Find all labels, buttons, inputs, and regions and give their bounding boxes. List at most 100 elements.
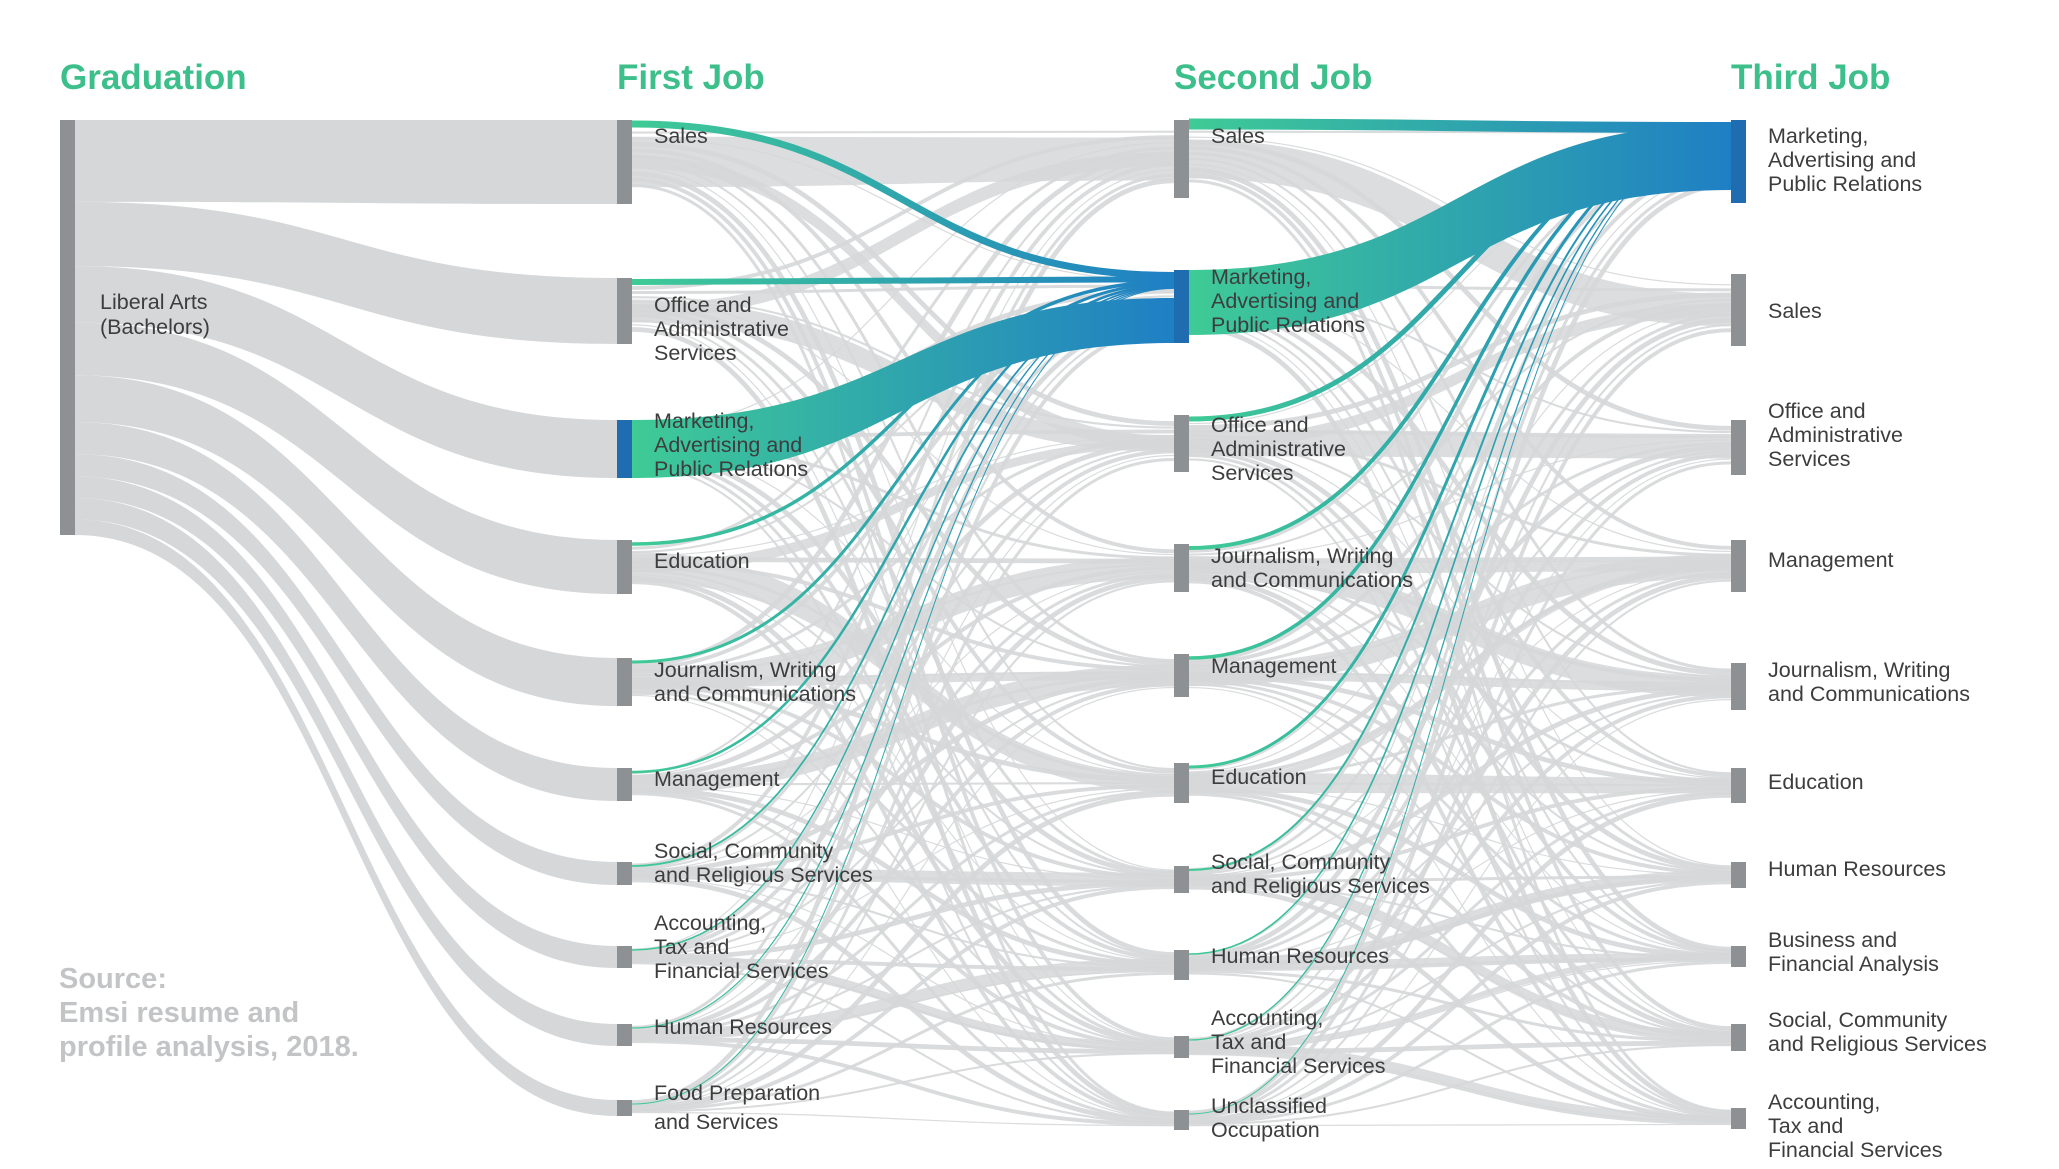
node-bar-t_bfa xyxy=(1731,946,1746,967)
mesh-flow xyxy=(631,314,1175,874)
mesh-flow xyxy=(1188,1123,1732,1127)
mesh-flow xyxy=(631,687,1175,965)
node-label-line: Management xyxy=(1211,654,1337,678)
node-label-line: Administrative xyxy=(1768,423,1903,447)
node-label-s_mgmt: Management xyxy=(1211,654,1337,678)
node-label-line: Services xyxy=(1211,461,1293,485)
source-line-1: Emsi resume and xyxy=(59,997,299,1029)
node-label-line: and Services xyxy=(654,1110,778,1134)
flow-f_office-s_sales xyxy=(632,151,1174,318)
mesh-flow xyxy=(631,575,1175,1035)
mesh-flow xyxy=(631,157,1175,774)
mesh-flow xyxy=(631,324,1175,1106)
node-label-line: and Communications xyxy=(1768,682,1970,706)
flow-s_mgmt-t_jour xyxy=(1189,671,1731,692)
node-label-line: Financial Analysis xyxy=(1768,952,1939,976)
flow-s_office-t_sales xyxy=(1189,303,1731,450)
mesh-flow xyxy=(1188,182,1732,1116)
mesh-flow xyxy=(631,454,1175,1031)
flow-f_jour-s_mgmt xyxy=(632,671,1174,687)
node-label-line: and Religious Services xyxy=(1211,874,1430,898)
node-label-line: Human Resources xyxy=(1768,857,1946,881)
node-bar-f_social xyxy=(617,862,632,885)
flow-f_acct-s_acct xyxy=(632,952,1174,1052)
mesh-flow xyxy=(1188,879,1732,1050)
graduation-flow-f_hr xyxy=(75,497,617,1047)
mesh-flow xyxy=(1188,328,1732,1117)
source-line-2: profile analysis, 2018. xyxy=(59,1031,359,1063)
node-bar-f_mkt xyxy=(617,420,632,478)
mesh-flow xyxy=(1188,458,1732,1043)
node-label-line: Services xyxy=(1768,447,1850,471)
node-label-line: and Religious Services xyxy=(1768,1032,1987,1056)
node-label-line: Accounting, xyxy=(1211,1006,1323,1030)
mesh-flow xyxy=(1188,680,1732,957)
node-label-s_edu: Education xyxy=(1211,765,1307,789)
node-bars xyxy=(60,120,1746,1130)
mesh-flow xyxy=(1188,686,1732,1118)
marketing-flow-s_acct xyxy=(1188,135,1732,1041)
node-bar-s_mkt xyxy=(1174,270,1189,343)
mesh-flow xyxy=(631,284,1175,295)
mesh-flow xyxy=(1188,571,1732,963)
node-bar-s_jour xyxy=(1174,544,1189,592)
column-title-first-job: First Job xyxy=(617,58,765,97)
node-label-line: Public Relations xyxy=(1211,313,1365,337)
node-label-f_hr: Human Resources xyxy=(654,1015,832,1039)
node-label-line: Marketing, xyxy=(654,409,754,433)
node-label-line: Financial Services xyxy=(654,959,828,983)
node-bar-t_office xyxy=(1731,420,1746,475)
mesh-flow xyxy=(1188,574,1732,1047)
flow-f_edu-s_office xyxy=(632,439,1174,573)
flow-f_edu-s_edu xyxy=(632,552,1174,792)
node-bar-s_office xyxy=(1174,415,1189,472)
marketing-flow-s_uncl xyxy=(1188,136,1732,1115)
node-bar-s_mgmt xyxy=(1174,654,1189,697)
node-label-line: Human Resources xyxy=(1211,944,1389,968)
graduation-flow-f_edu xyxy=(75,322,617,594)
mesh-flow xyxy=(1188,313,1732,874)
node-label-t_edu: Education xyxy=(1768,770,1864,794)
column-title-third-job: Third Job xyxy=(1731,58,1890,97)
flow-f_mgmt-s_mgmt xyxy=(632,664,1174,794)
node-label-line: Sales xyxy=(1211,124,1265,148)
marketing-flow-f_mkt-s_mkt xyxy=(632,298,1174,478)
graduation-flow-f_acct xyxy=(75,476,617,968)
mesh-flow xyxy=(1188,449,1732,955)
node-label-t_hr: Human Resources xyxy=(1768,857,1946,881)
mesh-flow xyxy=(1188,692,1732,964)
node-label-line: Public Relations xyxy=(1768,172,1922,196)
column-title-graduation: Graduation xyxy=(60,58,247,97)
flow-f_jour-s_jour xyxy=(632,557,1174,696)
mesh-flow xyxy=(1188,165,1732,872)
node-label-f_edu: Education xyxy=(654,549,750,573)
marketing-flow-s_hr xyxy=(1188,134,1732,955)
flow-s_edu-t_mgmt xyxy=(1189,562,1731,786)
source-note: Source: Emsi resume and profile analysis… xyxy=(59,963,359,1063)
mesh-flow xyxy=(631,573,1175,962)
node-bar-t_sales xyxy=(1731,274,1746,346)
node-label-line: Sales xyxy=(1768,299,1822,323)
mesh-flow xyxy=(1188,173,1732,1030)
mesh-flow xyxy=(631,789,1175,1037)
node-label-line: Education xyxy=(1768,770,1864,794)
flow-s_jour-t_mgmt xyxy=(1189,560,1731,574)
mesh-flow xyxy=(631,457,1175,1107)
node-label-f_mgmt: Management xyxy=(654,767,780,791)
node-label-line: Marketing, xyxy=(1211,265,1311,289)
mesh-flow xyxy=(1188,309,1732,773)
node-label-line: Accounting, xyxy=(654,911,766,935)
node-label-s_hr: Human Resources xyxy=(1211,944,1389,968)
mesh-flow xyxy=(1188,1051,1732,1125)
mesh-flow xyxy=(631,880,1175,961)
